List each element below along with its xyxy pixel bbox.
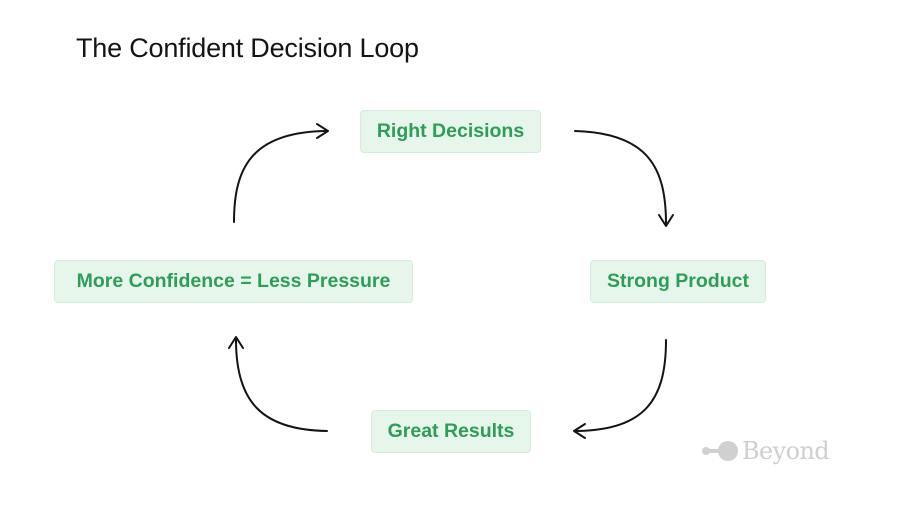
beyond-logo-text: Beyond <box>742 437 830 465</box>
node-more-confidence-label: More Confidence = Less Pressure <box>76 270 391 292</box>
node-right-decisions-label: Right Decisions <box>376 120 525 142</box>
diagram-title: The Confident Decision Loop <box>76 33 419 63</box>
arrow-to-right-decisions <box>233 123 329 223</box>
node-great-results: Great Results <box>371 410 531 453</box>
node-strong-product: Strong Product <box>590 260 766 303</box>
node-more-confidence: More Confidence = Less Pressure <box>54 260 413 303</box>
node-right-decisions: Right Decisions <box>360 110 541 153</box>
node-great-results-label: Great Results <box>387 420 515 442</box>
node-strong-product-label: Strong Product <box>607 270 749 292</box>
beyond-logo: Beyond <box>702 434 830 468</box>
beyond-logo-icon <box>702 439 740 463</box>
arrow-to-strong-product <box>574 130 674 227</box>
arrow-to-great-results <box>573 339 667 439</box>
arrow-to-more-confidence <box>228 336 328 432</box>
